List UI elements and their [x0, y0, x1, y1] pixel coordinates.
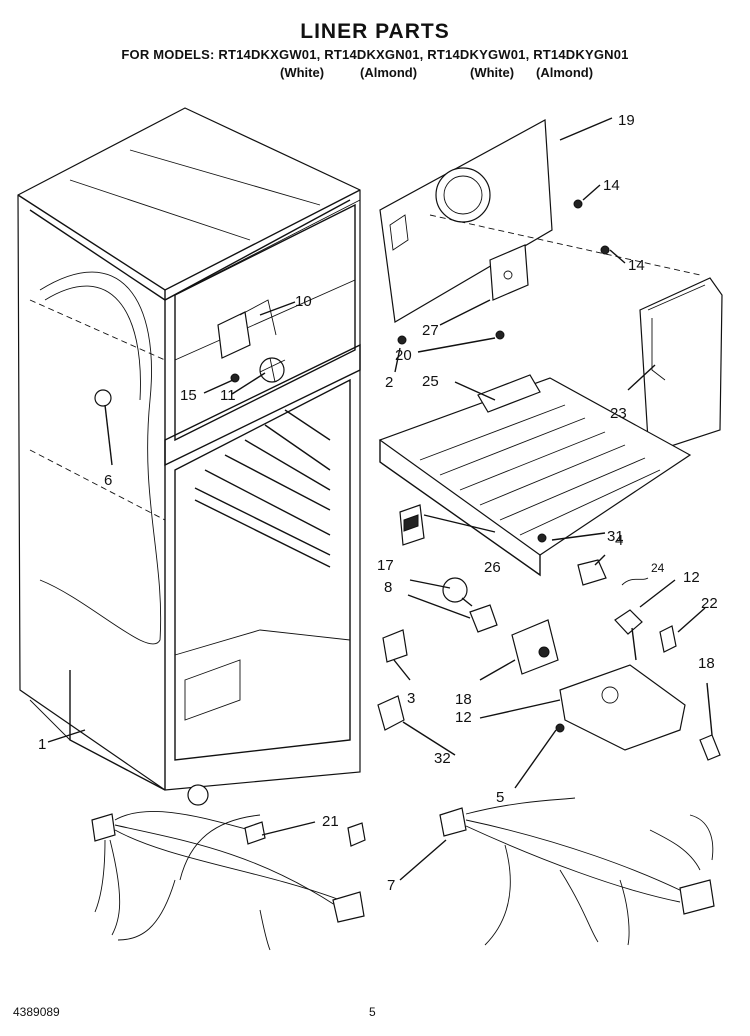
callout-8: 8 [384, 579, 392, 596]
document-number: 4389089 [13, 1005, 60, 1019]
callout-13: 12 [683, 569, 700, 586]
fan-blade [259, 357, 286, 383]
callout-16: 19 [618, 112, 635, 129]
callout-14a: 14 [603, 177, 620, 194]
plug-button [94, 389, 112, 407]
page-number: 5 [369, 1005, 376, 1019]
light-bulb [442, 577, 473, 607]
model-list: FOR MODELS: RT14DKXGW01, RT14DKXGN01, RT… [121, 47, 629, 62]
callout-14b: 14 [628, 257, 645, 274]
callout-7: 7 [387, 877, 395, 894]
light-switch [382, 629, 408, 663]
callout-22: 22 [701, 595, 718, 612]
drain-tube [699, 734, 721, 761]
door-switch [377, 695, 405, 731]
evaporator-cover-panel [379, 119, 701, 323]
thermostat-knob [577, 559, 607, 586]
thermostat [614, 609, 643, 661]
callout-31: 31 [607, 528, 624, 545]
color-note-white-2: (White) [470, 65, 515, 80]
page-title: LINER PARTS [300, 20, 450, 43]
callout-26: 26 [484, 559, 501, 576]
callout-10: 10 [295, 293, 312, 310]
spring [621, 577, 649, 586]
wiring-harness-upper [91, 784, 366, 951]
color-note-almond-2: (Almond) [536, 65, 594, 80]
callout-32: 32 [434, 750, 451, 767]
callout-19: 18 [698, 655, 715, 672]
evaporator-floor [378, 374, 692, 577]
light-socket [469, 604, 498, 633]
callout-21: 21 [322, 813, 339, 830]
callout-23: 23 [610, 405, 627, 422]
light-shield [511, 619, 559, 675]
wiring-harness-lower [439, 797, 715, 946]
callout-20: 20 [395, 347, 412, 364]
leader-lines [47, 117, 713, 881]
color-note-almond-1: (Almond) [360, 65, 418, 80]
screws [230, 199, 610, 733]
callout-1: 1 [38, 736, 46, 753]
callout-3: 3 [407, 690, 415, 707]
control-bracket [559, 664, 686, 751]
callout-labels: 19 14 14 10 27 20 2 25 23 15 11 6 31 26 … [38, 112, 718, 894]
callout-25: 25 [422, 373, 439, 390]
liner-cabinet [17, 107, 361, 791]
air-duct-cover [639, 277, 723, 449]
callout-27: 27 [422, 322, 439, 339]
color-note-white-1: (White) [280, 65, 325, 80]
damper-control [399, 504, 425, 546]
capillary-clip [659, 625, 677, 653]
callout-18: 18 [455, 691, 472, 708]
callout-4: 4 [615, 532, 623, 549]
callout-15: 15 [180, 387, 197, 404]
callout-6: 6 [104, 472, 112, 489]
callout-12: 12 [455, 709, 472, 726]
callout-5: 5 [496, 789, 504, 806]
control-housing [217, 299, 277, 359]
callout-11: 11 [220, 387, 236, 404]
callout-2: 2 [385, 374, 393, 391]
callout-24: 24 [651, 561, 665, 575]
callout-17: 17 [377, 557, 394, 574]
